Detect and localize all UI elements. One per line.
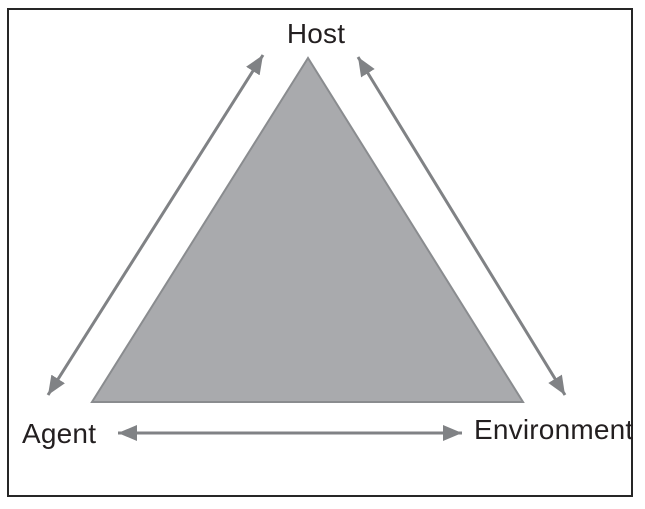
host-label: Host bbox=[286, 18, 346, 49]
agent-label: Agent bbox=[22, 418, 97, 449]
triangle-shape bbox=[92, 58, 523, 402]
arrow-host-agent bbox=[46, 54, 265, 396]
arrow-host-environment bbox=[356, 56, 567, 396]
environment-label: Environment bbox=[474, 414, 634, 445]
